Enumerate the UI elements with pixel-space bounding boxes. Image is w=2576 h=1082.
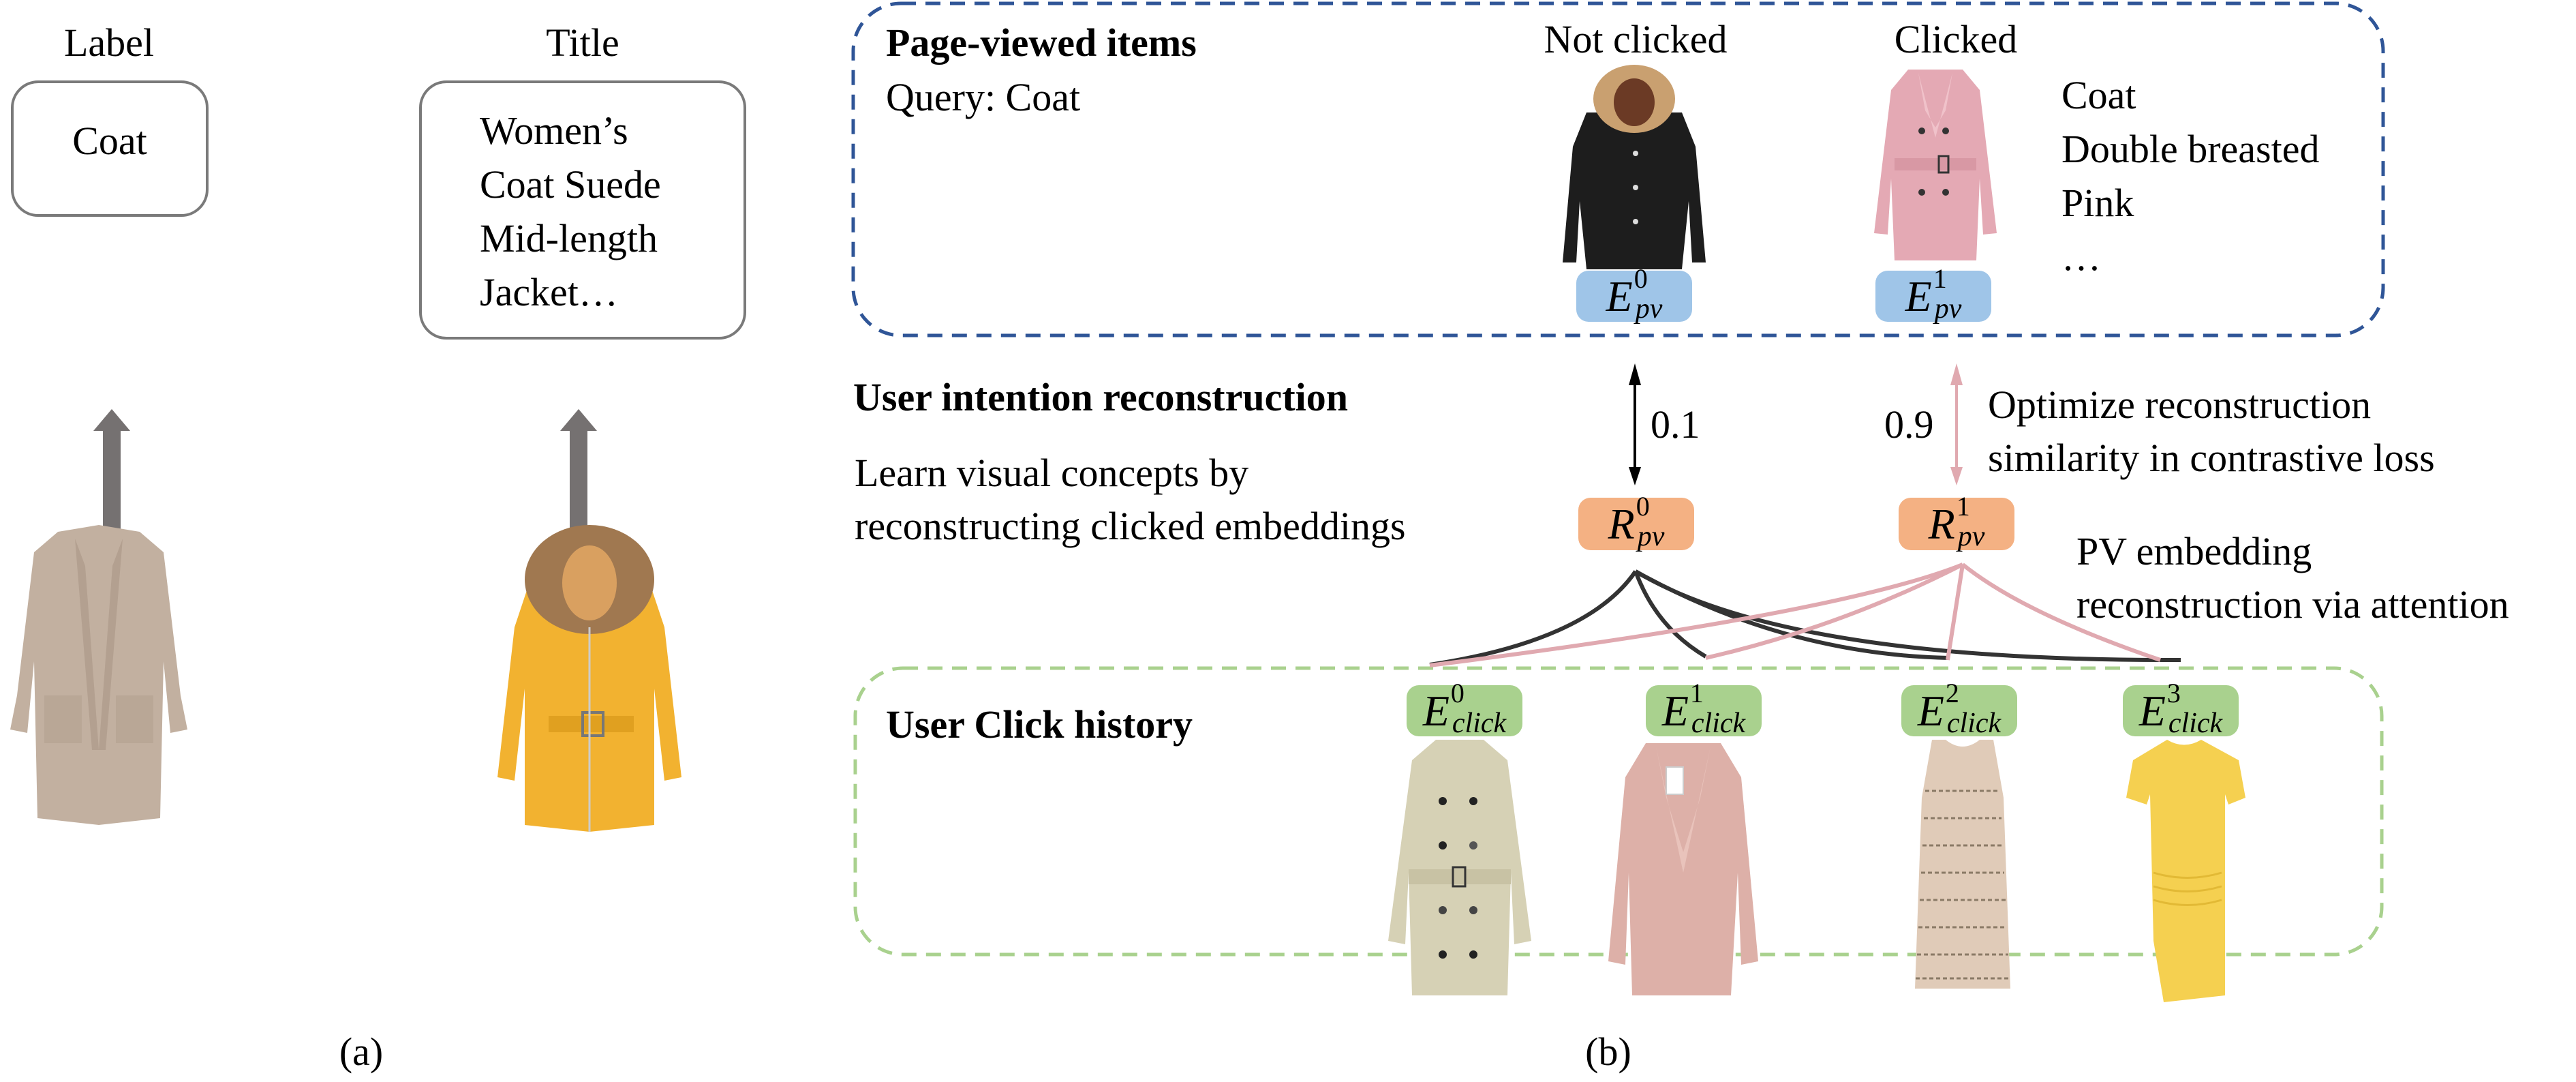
pink-drawstring-jacket-image [1608, 743, 1758, 995]
title-header: Title [546, 20, 619, 65]
emb-sub: pv [1934, 292, 1962, 325]
emb-sub: click [2168, 707, 2223, 739]
emb-sup: 2 [1945, 678, 1959, 708]
beige-trench-coat-image [1388, 740, 1531, 995]
title-box: Women’s Coat Suede Mid-length Jacket… [419, 80, 746, 340]
emb-base: E [1905, 271, 1932, 320]
panel-b-caption: (b) [1585, 1030, 1631, 1074]
description-line: reconstructing clicked embeddings [855, 504, 1406, 548]
emb-base: E [1917, 686, 1944, 735]
node-base: R [1928, 499, 1955, 548]
title-line: Mid-length [480, 216, 658, 260]
emb-base: E [1661, 686, 1689, 735]
page-viewed-title: Page-viewed items [886, 20, 1197, 65]
node-base: R [1608, 499, 1635, 548]
emb-base: E [1422, 686, 1450, 735]
emb-sub: pv [1635, 292, 1663, 325]
attribute-item: Coat [2061, 73, 2136, 117]
clicked-item-attributes: Coat Double breasted Pink … [2061, 68, 2319, 284]
title-line: Jacket… [480, 270, 618, 314]
similarity-value-positive: 0.9 [1884, 402, 1934, 447]
page-viewed-frame [851, 1, 2385, 337]
emb-sup: 0 [1634, 263, 1648, 294]
annotation-line: reconstruction via attention [2076, 582, 2509, 627]
title-text: Women’s Coat Suede Mid-length Jacket… [480, 104, 661, 319]
emb-sub: click [1452, 707, 1507, 739]
label-text: Coat [72, 119, 147, 163]
title-line: Women’s [480, 108, 628, 153]
emb-sup: 0 [1450, 678, 1465, 708]
attribute-item: Pink [2061, 181, 2134, 225]
emb-base: E [1606, 271, 1633, 320]
optimize-annotation: Optimize reconstruction similarity in co… [1988, 378, 2435, 485]
not-clicked-label: Not clicked [1544, 17, 1728, 61]
node-sub: pv [1637, 520, 1665, 552]
emb-sup: 3 [2166, 678, 2181, 708]
clicked-label: Clicked [1894, 17, 2018, 61]
emb-sub: click [1691, 707, 1746, 739]
attribute-item: Double breasted [2061, 127, 2320, 171]
node-sup: 0 [1636, 491, 1650, 522]
query-text: Query: Coat [886, 75, 1081, 119]
description-line: Learn visual concepts by [855, 451, 1249, 495]
reconstruction-title: User intention reconstruction [853, 375, 1349, 419]
panel-a-caption: (a) [339, 1030, 384, 1074]
similarity-value-negative: 0.1 [1651, 402, 1700, 447]
beige-open-coat-image [10, 525, 187, 825]
emb-base: E [2138, 686, 2166, 735]
attention-annotation: PV embedding reconstruction via attentio… [2076, 525, 2509, 631]
annotation-line: Optimize reconstruction [1988, 382, 2372, 427]
similarity-arrow-negative-icon [1629, 363, 1641, 485]
similarity-arrow-positive-icon [1950, 363, 1963, 485]
black-hooded-parka-image [1563, 65, 1706, 269]
attention-lines-r1 [1429, 562, 2161, 667]
title-line: Coat Suede [480, 162, 661, 207]
node-sup: 1 [1956, 491, 1970, 522]
reconstruction-description: Learn visual concepts by reconstructing … [855, 447, 1406, 553]
pink-trench-coat-image [1874, 70, 1997, 260]
emb-sub: click [1946, 707, 2002, 739]
attribute-item: … [2061, 235, 2101, 279]
yellow-bodycon-dress-image [2126, 740, 2245, 1002]
label-box: Coat [11, 80, 209, 217]
click-history-title: User Click history [886, 702, 1193, 747]
label-header: Label [63, 20, 155, 65]
beige-lace-dress-image [1915, 740, 2010, 989]
yellow-fur-collar-coat-image [497, 525, 681, 832]
emb-sup: 1 [1933, 263, 1947, 294]
annotation-line: similarity in contrastive loss [1988, 436, 2435, 480]
node-sub: pv [1957, 520, 1985, 552]
emb-sup: 1 [1689, 678, 1704, 708]
annotation-line: PV embedding [2076, 529, 2312, 573]
